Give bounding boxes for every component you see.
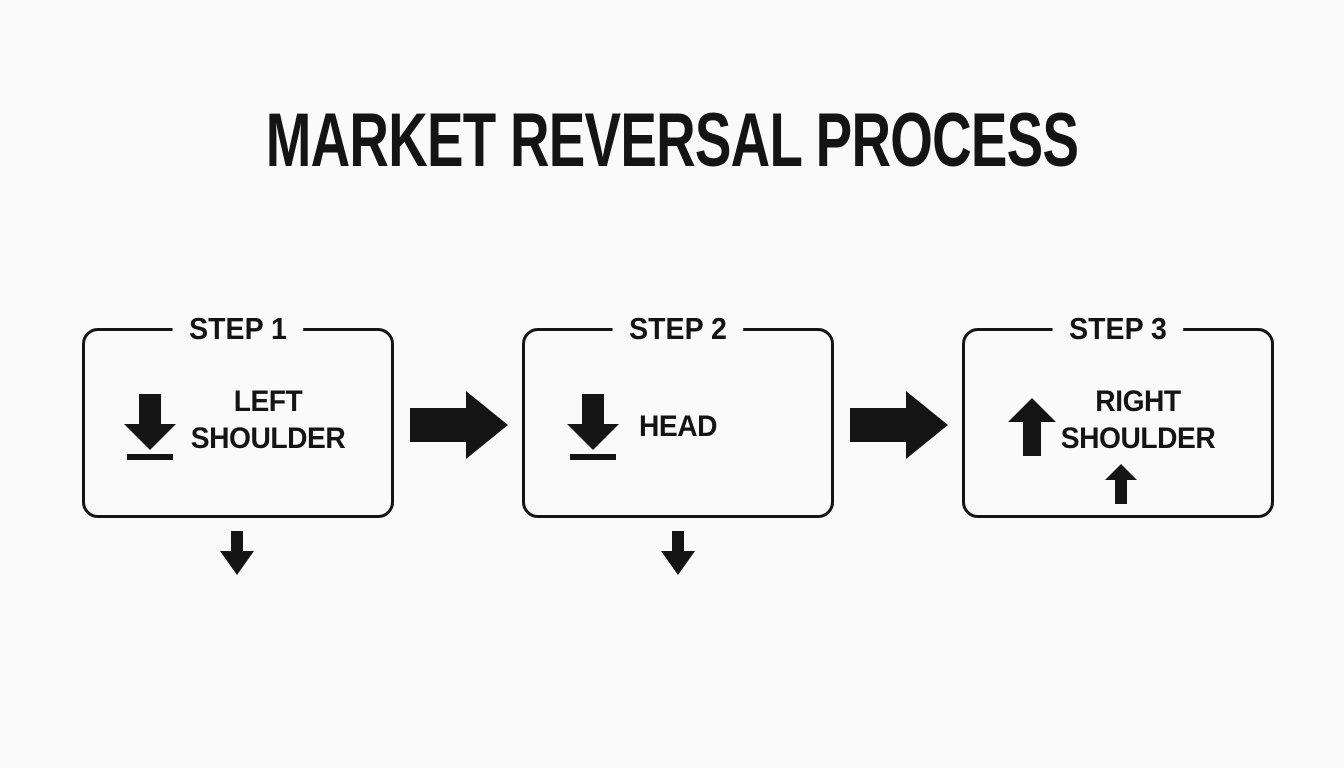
step-2-box: STEP 2 HEAD xyxy=(522,312,834,518)
up-arrow-icon xyxy=(1008,398,1056,456)
step-3-text: RIGHT SHOULDER xyxy=(1060,383,1216,457)
step-1-box: STEP 1 LEFT SHOULDER xyxy=(82,312,394,518)
down-arrow-icon xyxy=(661,531,695,575)
page-title: MARKET REVERSAL PROCESS xyxy=(265,98,1079,183)
step-2-line-1: HEAD xyxy=(638,410,718,443)
step-1-label: STEP 1 xyxy=(172,312,304,346)
step-3-label: STEP 3 xyxy=(1052,312,1184,346)
step-3-box: STEP 3 RIGHT SHOULDER xyxy=(962,312,1274,518)
download-arrow-icon xyxy=(567,394,619,460)
step-2-text: HEAD xyxy=(638,408,718,445)
step-1-text: LEFT SHOULDER xyxy=(190,383,346,457)
step-2-label: STEP 2 xyxy=(612,312,744,346)
right-arrow-icon xyxy=(850,391,948,459)
step-1-line-1: LEFT xyxy=(233,385,303,418)
step-3-line-1: RIGHT xyxy=(1095,385,1181,418)
download-arrow-icon xyxy=(124,394,176,460)
step-3-line-2: SHOULDER xyxy=(1060,422,1216,455)
step-1-line-2: SHOULDER xyxy=(190,422,346,455)
down-arrow-icon xyxy=(220,531,254,575)
right-arrow-icon xyxy=(410,391,508,459)
up-arrow-small-icon xyxy=(1105,464,1137,504)
